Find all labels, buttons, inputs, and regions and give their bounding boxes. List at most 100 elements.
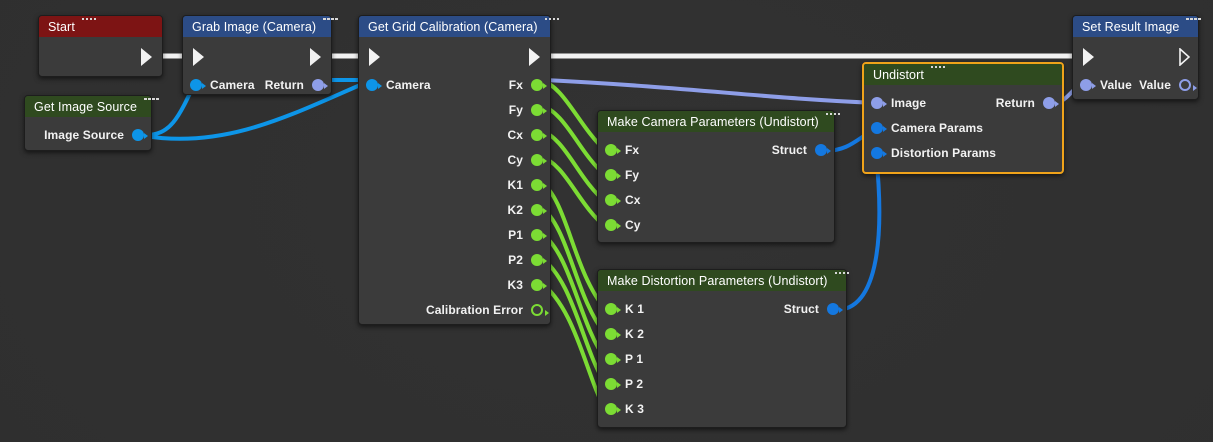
exec-out-pin-start[interactable] bbox=[141, 48, 152, 66]
node-make-distortion-parameters-undistort[interactable]: Make Distortion Parameters (Undistort) K … bbox=[597, 269, 850, 429]
node-body-make-distortion-parameters-undistort: K 1 K 2 P 1 P 2 K 3 Struct bbox=[598, 291, 846, 429]
input-row-set-result-image-value[interactable]: Value bbox=[1080, 76, 1132, 94]
output-row-make-camera-parameters-undistort-struct[interactable]: Struct bbox=[772, 141, 831, 159]
input-row-undistort-image[interactable]: Image bbox=[871, 94, 926, 112]
node-body-set-result-image: Value Value bbox=[1073, 37, 1198, 101]
node-header-grab-image-camera[interactable]: Grab Image (Camera) bbox=[183, 16, 338, 37]
node-title-get-grid-calibration-camera: Get Grid Calibration (Camera) bbox=[368, 19, 538, 34]
output-row-get-image-source-image-source[interactable]: Image Source bbox=[44, 126, 148, 144]
output-row-get-grid-calibration-camera-k1[interactable]: K1 bbox=[507, 176, 547, 194]
output-row-get-grid-calibration-camera-k2[interactable]: K2 bbox=[507, 201, 547, 219]
input-row-make-camera-parameters-undistort-fy[interactable]: Fy bbox=[605, 166, 639, 184]
output-row-get-grid-calibration-camera-cx[interactable]: Cx bbox=[507, 126, 547, 144]
output-row-get-grid-calibration-camera-calibration-error[interactable]: Calibration Error bbox=[426, 301, 549, 319]
output-row-get-grid-calibration-camera-p2[interactable]: P2 bbox=[508, 251, 547, 269]
input-row-make-camera-parameters-undistort-cx[interactable]: Cx bbox=[605, 191, 641, 209]
node-header-start[interactable]: Start bbox=[39, 16, 162, 37]
output-label-cx: Cx bbox=[507, 128, 523, 142]
node-header-make-distortion-parameters-undistort[interactable]: Make Distortion Parameters (Undistort) bbox=[598, 270, 850, 291]
input-row-make-distortion-parameters-undistort-k-2[interactable]: K 2 bbox=[605, 325, 644, 343]
input-row-undistort-distortion-params[interactable]: Distortion Params bbox=[871, 144, 996, 162]
output-label-p2: P2 bbox=[508, 253, 523, 267]
input-row-get-grid-calibration-camera-camera[interactable]: Camera bbox=[366, 76, 431, 94]
output-row-get-grid-calibration-camera-cy[interactable]: Cy bbox=[507, 151, 547, 169]
node-body-grab-image-camera: Camera Return bbox=[183, 37, 331, 96]
output-label-image-source: Image Source bbox=[44, 128, 124, 142]
output-label-k3: K3 bbox=[507, 278, 523, 292]
exec-in-pin-get-grid-calibration-camera[interactable] bbox=[369, 48, 380, 66]
input-label-camera: Camera bbox=[386, 78, 431, 92]
input-label-distortion-params: Distortion Params bbox=[891, 146, 997, 160]
output-label-p1: P1 bbox=[508, 228, 523, 242]
node-title-make-distortion-parameters-undistort: Make Distortion Parameters (Undistort) bbox=[607, 273, 828, 288]
output-label-k1: K1 bbox=[507, 178, 523, 192]
output-row-grab-image-camera-return[interactable]: Return bbox=[264, 76, 328, 94]
input-row-undistort-camera-params[interactable]: Camera Params bbox=[871, 119, 983, 137]
output-label-return: Return bbox=[995, 96, 1035, 110]
input-label-k-3: K 3 bbox=[625, 402, 644, 416]
node-body-get-image-source: Image Source bbox=[25, 117, 151, 152]
kebab-menu-icon[interactable] bbox=[930, 63, 946, 87]
input-row-make-distortion-parameters-undistort-k-3[interactable]: K 3 bbox=[605, 400, 644, 418]
exec-in-pin-grab-image-camera[interactable] bbox=[193, 48, 204, 66]
input-row-make-camera-parameters-undistort-fx[interactable]: Fx bbox=[605, 141, 639, 159]
exec-out-pin-get-grid-calibration-camera[interactable] bbox=[529, 48, 540, 66]
output-row-undistort-return[interactable]: Return bbox=[995, 94, 1059, 112]
output-row-get-grid-calibration-camera-fy[interactable]: Fy bbox=[508, 101, 547, 119]
output-label-return: Return bbox=[264, 78, 304, 92]
node-header-make-camera-parameters-undistort[interactable]: Make Camera Parameters (Undistort) bbox=[598, 111, 841, 132]
input-row-make-distortion-parameters-undistort-p-1[interactable]: P 1 bbox=[605, 350, 643, 368]
node-grab-image-camera[interactable]: Grab Image (Camera) Camera Return bbox=[182, 15, 338, 96]
output-row-get-grid-calibration-camera-p1[interactable]: P1 bbox=[508, 226, 547, 244]
input-label-fx: Fx bbox=[625, 143, 640, 157]
node-start[interactable]: Start bbox=[38, 15, 163, 77]
exec-out-pin-grab-image-camera[interactable] bbox=[310, 48, 321, 66]
node-header-undistort[interactable]: Undistort bbox=[864, 64, 1062, 85]
node-title-set-result-image: Set Result Image bbox=[1082, 19, 1180, 34]
input-row-make-distortion-parameters-undistort-p-2[interactable]: P 2 bbox=[605, 375, 643, 393]
output-label-k2: K2 bbox=[507, 203, 523, 217]
exec-out-pin-set-result-image[interactable] bbox=[1179, 48, 1190, 66]
node-header-get-image-source[interactable]: Get Image Source bbox=[25, 96, 159, 117]
kebab-menu-icon[interactable] bbox=[81, 15, 97, 39]
output-row-get-grid-calibration-camera-fx[interactable]: Fx bbox=[508, 76, 547, 94]
exec-in-pin-set-result-image[interactable] bbox=[1083, 48, 1094, 66]
node-header-set-result-image[interactable]: Set Result Image bbox=[1073, 15, 1201, 39]
input-row-make-camera-parameters-undistort-cy[interactable]: Cy bbox=[605, 216, 641, 234]
output-row-make-distortion-parameters-undistort-struct[interactable]: Struct bbox=[783, 300, 843, 318]
input-label-k-2: K 2 bbox=[625, 327, 644, 341]
input-row-make-distortion-parameters-undistort-k-1[interactable]: K 1 bbox=[605, 300, 644, 318]
kebab-menu-icon[interactable] bbox=[144, 95, 159, 119]
input-label-value: Value bbox=[1100, 78, 1132, 92]
input-row-grab-image-camera-camera[interactable]: Camera bbox=[190, 76, 255, 94]
wire-grabreturn-crossing-to-undistort bbox=[544, 78, 877, 105]
node-header-get-grid-calibration-camera[interactable]: Get Grid Calibration (Camera) bbox=[359, 16, 560, 37]
kebab-menu-icon[interactable] bbox=[323, 15, 338, 39]
input-label-image: Image bbox=[891, 96, 927, 110]
output-label-fy: Fy bbox=[508, 103, 523, 117]
kebab-menu-icon[interactable] bbox=[1186, 15, 1201, 39]
output-label-cy: Cy bbox=[507, 153, 523, 167]
kebab-menu-icon[interactable] bbox=[544, 15, 560, 39]
output-label-fx: Fx bbox=[508, 78, 523, 92]
node-title-make-camera-parameters-undistort: Make Camera Parameters (Undistort) bbox=[607, 114, 819, 129]
kebab-menu-icon[interactable] bbox=[825, 110, 841, 134]
node-title-get-image-source: Get Image Source bbox=[34, 99, 138, 114]
node-title-start: Start bbox=[48, 19, 75, 34]
input-label-p-1: P 1 bbox=[625, 352, 644, 366]
input-label-camera: Camera bbox=[210, 78, 255, 92]
kebab-menu-icon[interactable] bbox=[834, 269, 850, 293]
output-row-set-result-image-value[interactable]: Value bbox=[1139, 76, 1197, 94]
output-row-get-grid-calibration-camera-k3[interactable]: K3 bbox=[507, 276, 547, 294]
output-label-struct: Struct bbox=[783, 302, 819, 316]
node-title-grab-image-camera: Grab Image (Camera) bbox=[192, 19, 317, 34]
